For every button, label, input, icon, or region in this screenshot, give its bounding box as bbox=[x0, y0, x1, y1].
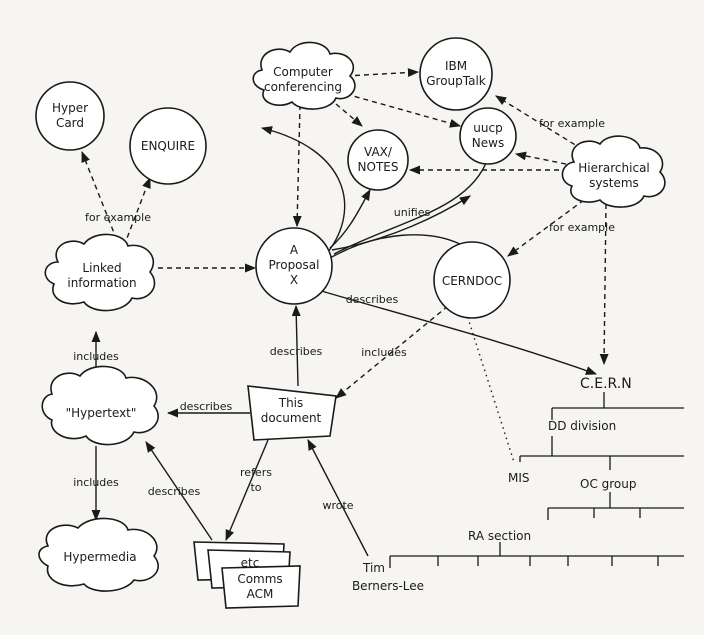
edge-cerndoc-includes-doc bbox=[335, 305, 449, 399]
edge-conferencing-to-ibm bbox=[345, 68, 420, 78]
org-tree bbox=[389, 392, 684, 568]
proposal-line-3: X bbox=[290, 273, 298, 287]
org-dd-division: DD division bbox=[548, 419, 616, 433]
label-describes-proposal: describes bbox=[346, 293, 399, 306]
org-oc-group: OC group bbox=[580, 477, 637, 491]
label-describes-up: describes bbox=[270, 345, 323, 358]
node-comms-acm-stack: etc Comms ACM bbox=[193, 541, 301, 609]
ibm-line-2: GroupTalk bbox=[426, 74, 486, 88]
hypermedia-label: Hypermedia bbox=[63, 550, 136, 564]
node-linked-information: Linked information bbox=[44, 233, 156, 312]
uucp-line-1: uucp bbox=[473, 121, 502, 135]
label-includes-top: includes bbox=[73, 350, 119, 363]
hypertext-label: "Hypertext" bbox=[66, 406, 137, 420]
node-hypertext: "Hypertext" bbox=[41, 365, 159, 446]
hypercard-line-2: Card bbox=[56, 116, 84, 130]
label-refers: refers bbox=[240, 466, 272, 479]
label-includes-bottom: includes bbox=[73, 476, 119, 489]
node-uucp-news: uucp News bbox=[459, 107, 517, 165]
linked-line-1: Linked bbox=[82, 261, 121, 275]
hypercard-line-1: Hyper bbox=[52, 101, 88, 115]
node-vax-notes: VAX/ NOTES bbox=[347, 129, 409, 191]
tim-line-1: Tim bbox=[362, 561, 385, 575]
edge-conferencing-to-proposal bbox=[292, 104, 302, 228]
edge-proposal-describes-cern bbox=[317, 289, 598, 375]
org-ra-section: RA section bbox=[468, 529, 531, 543]
label-describes-hypertext: describes bbox=[180, 400, 233, 413]
conferencing-line-1: Computer bbox=[273, 65, 333, 79]
conferencing-line-2: conferencing bbox=[264, 80, 342, 94]
node-hierarchical-systems: Hierarchical systems bbox=[561, 135, 666, 208]
uucp-line-2: News bbox=[472, 136, 504, 150]
edge-conferencing-to-vax bbox=[335, 103, 363, 127]
node-enquire: ENQUIRE bbox=[129, 107, 207, 185]
edge-linked-to-hypercard bbox=[81, 150, 121, 249]
vax-line-2: NOTES bbox=[358, 160, 399, 174]
label-unifies: unifies bbox=[394, 206, 431, 219]
node-tim-berners-lee: Tim Berners-Lee bbox=[352, 561, 424, 593]
org-labels: C.E.R.N DD division MIS OC group RA sect… bbox=[468, 376, 637, 543]
edge-uucp-to-proposal bbox=[333, 157, 489, 255]
doc-line-2: document bbox=[261, 411, 322, 425]
edge-doc-refers-acm bbox=[225, 439, 269, 542]
vax-line-1: VAX/ bbox=[364, 145, 393, 159]
tim-line-2: Berners-Lee bbox=[352, 579, 424, 593]
proposal-line-2: Proposal bbox=[269, 258, 320, 272]
edge-proposal-to-enquire bbox=[260, 126, 346, 253]
label-for-example-left: for example bbox=[85, 211, 151, 224]
edge-proposal-to-hierarchical bbox=[331, 195, 471, 251]
edges bbox=[81, 68, 609, 557]
hierarchical-line-1: Hierarchical bbox=[578, 161, 650, 175]
node-ibm-grouptalk: IBM GroupTalk bbox=[419, 37, 493, 111]
edge-linked-to-enquire bbox=[123, 176, 151, 247]
node-hypermedia: Hypermedia bbox=[38, 517, 159, 592]
label-describes-acm: describes bbox=[148, 485, 201, 498]
label-for-example-ibm: for example bbox=[539, 117, 605, 130]
node-hypercard: Hyper Card bbox=[35, 81, 105, 151]
node-computer-conferencing: Computer conferencing bbox=[252, 41, 356, 110]
edge-tim-wrote-doc bbox=[307, 439, 369, 557]
edge-doc-describes-proposal bbox=[291, 304, 301, 387]
node-cerndoc: CERNDOC bbox=[433, 241, 511, 319]
label-wrote: wrote bbox=[322, 499, 353, 512]
ibm-line-1: IBM bbox=[445, 59, 467, 73]
linked-line-2: information bbox=[67, 276, 136, 290]
acm-line-1: Comms bbox=[237, 572, 282, 586]
edge-proposal-to-cerndoc bbox=[329, 234, 461, 259]
edge-hierarchical-to-uucp bbox=[514, 151, 567, 165]
enquire-label: ENQUIRE bbox=[141, 139, 195, 153]
label-includes-cerndoc: includes bbox=[361, 346, 407, 359]
label-for-example-cern: for example bbox=[549, 221, 615, 234]
cerndoc-label: CERNDOC bbox=[442, 274, 502, 288]
doc-line-1: This bbox=[278, 396, 304, 410]
edge-conferencing-to-uucp bbox=[345, 93, 462, 128]
org-cern: C.E.R.N bbox=[580, 376, 632, 392]
acm-line-2: ACM bbox=[247, 587, 274, 601]
node-proposal: A Proposal X bbox=[255, 227, 333, 305]
edge-labels: for example for example for example unif… bbox=[73, 117, 615, 512]
proposal-line-1: A bbox=[290, 243, 299, 257]
hierarchical-line-2: systems bbox=[589, 176, 639, 190]
label-to: to bbox=[250, 481, 261, 494]
edge-hierarchical-to-ibm bbox=[495, 95, 591, 155]
edge-proposal-to-vax bbox=[329, 189, 371, 249]
org-mis: MIS bbox=[508, 471, 530, 485]
edge-acm-describes-hypertext bbox=[145, 441, 213, 541]
edge-hierarchical-to-cerndoc bbox=[507, 199, 585, 257]
node-this-document: This document bbox=[247, 385, 337, 441]
